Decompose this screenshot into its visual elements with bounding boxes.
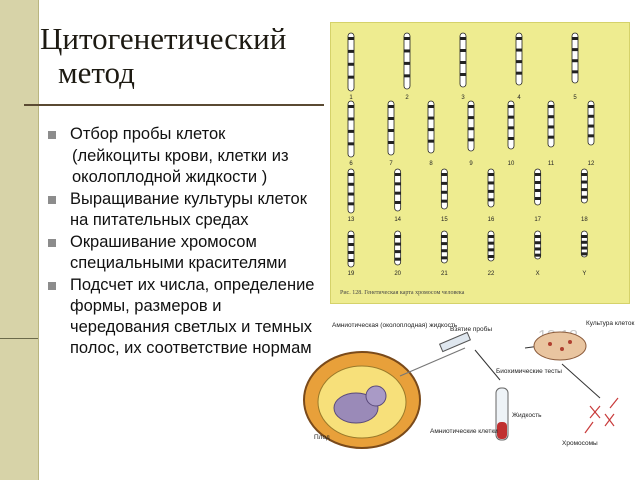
chromosome-ideogram: 18 <box>580 168 588 223</box>
chromosome-ideogram: 21 <box>440 230 448 277</box>
chromosome-number: 16 <box>488 217 495 223</box>
bullet-text: (лейкоциты крови, клетки из околоплодной… <box>72 147 289 186</box>
needle-shape <box>399 347 466 377</box>
label-fluid: Жидкость <box>512 412 542 419</box>
chromosome-ideogram: 2 <box>403 32 411 101</box>
chromosome-number: 2 <box>405 95 409 101</box>
chromosome-ideogram: 6 <box>347 100 355 167</box>
chromosome-number: Y <box>582 271 586 277</box>
chromosome-number: 17 <box>534 217 541 223</box>
chromosome-number: 21 <box>441 271 448 277</box>
bullet-text: Отбор пробы клеток <box>70 125 226 143</box>
chromosome-ideogram: 3 <box>459 32 467 101</box>
chromosome-ideogram: 10 <box>507 100 515 167</box>
chromosome-number: 20 <box>394 271 401 277</box>
chromosomes-spread-icon <box>584 397 619 434</box>
chromosome-number: X <box>536 271 540 277</box>
label-amniotic-fluid: Амниотическая (околоплодная) жидкость <box>332 322 458 329</box>
karyotype-caption: Рис. 128. Генетическая карта хромосом че… <box>340 290 465 296</box>
culture-dot <box>548 342 552 346</box>
band-divider-line <box>0 338 38 339</box>
chromosome-ideogram: 1 <box>347 32 355 101</box>
arrow-shape <box>561 363 601 399</box>
slide-title: Цитогенетический метод <box>40 22 286 90</box>
label-chromosomes: Хромосомы <box>562 440 598 447</box>
chromosome-ideogram: Y <box>580 230 588 277</box>
petri-dish-icon <box>533 331 587 361</box>
bullet-item: Подсчет их числа, определение формы, раз… <box>48 275 318 359</box>
chromosome-ideogram: 12 <box>587 100 595 167</box>
chromosome-number: 1 <box>349 95 353 101</box>
chromosome-ideogram: 9 <box>467 100 475 167</box>
chromosome-number: 7 <box>389 161 393 167</box>
amniocentesis-diagram: Амниотическая (околоплодная) жидкость Вз… <box>300 318 636 458</box>
bullet-marker-icon <box>48 282 56 290</box>
chromosome-number: 13 <box>348 217 355 223</box>
syringe-icon <box>438 331 472 353</box>
chromosome-number: 18 <box>581 217 588 223</box>
chromosome-number: 10 <box>508 161 515 167</box>
chromosome-number: 15 <box>441 217 448 223</box>
test-tube-sediment <box>497 422 507 439</box>
bullet-marker-icon <box>48 196 56 204</box>
chromosome-ideogram: 5 <box>571 32 579 101</box>
chromosome-ideogram: 14 <box>394 168 402 223</box>
title-line-2: метод <box>58 55 135 90</box>
bullet-text: Подсчет их числа, определение формы, раз… <box>70 276 315 357</box>
chromosome-ideogram: 8 <box>427 100 435 167</box>
culture-dot <box>560 347 564 351</box>
chromosome-ideogram: 7 <box>387 100 395 167</box>
chromosome-ideogram: 19 <box>347 230 355 277</box>
chromosome-number: 6 <box>349 161 353 167</box>
chromosome-ideogram: 11 <box>547 100 555 167</box>
label-fetus: Плод <box>314 434 330 441</box>
bullet-item: Выращивание культуры клеток на питательн… <box>48 189 318 231</box>
chromosome-ideogram: X <box>534 230 542 277</box>
chromosome-number: 5 <box>573 95 577 101</box>
fetus-head-shape <box>365 385 387 407</box>
chromosome-ideogram: 17 <box>534 168 542 223</box>
chromosome-ideogram: 20 <box>394 230 402 277</box>
chromosome-ideogram: 4 <box>515 32 523 101</box>
arrow-shape <box>474 349 501 381</box>
label-biochem-tests: Биохимические тесты <box>496 368 562 375</box>
chromosome-ideogram: 13 <box>347 168 355 223</box>
chromosome-number: 3 <box>461 95 465 101</box>
bullet-item: Отбор пробы клеток <box>48 124 318 145</box>
chromosome-number: 19 <box>348 271 355 277</box>
chromosome-number: 14 <box>394 217 401 223</box>
amniocentesis-illustration <box>303 331 619 449</box>
chromosome-ideogram: 16 <box>487 168 495 223</box>
chromosome-ideogram: 22 <box>487 230 495 277</box>
chromosome-number: 4 <box>517 95 521 101</box>
title-underline <box>24 104 324 106</box>
chromosome-ideogram: 15 <box>440 168 448 223</box>
chromosome-number: 8 <box>429 161 433 167</box>
title-line-1: Цитогенетический <box>40 21 287 56</box>
bullet-text: Окрашивание хромосом специальными красит… <box>70 233 287 272</box>
chromosome-number: 22 <box>488 271 495 277</box>
chromosome-number: 12 <box>588 161 595 167</box>
culture-dot <box>568 340 572 344</box>
bullet-item: Окрашивание хромосом специальными красит… <box>48 232 318 274</box>
bullet-marker-icon <box>48 131 56 139</box>
chromosome-number: 9 <box>469 161 473 167</box>
bullet-marker-icon <box>48 239 56 247</box>
bullet-subitem: (лейкоциты крови, клетки из околоплодной… <box>48 146 318 188</box>
bullet-text: Выращивание культуры клеток на питательн… <box>70 190 307 229</box>
label-amniotic-cells: Амниотические клетки <box>430 428 498 435</box>
label-sampling: Взятие пробы <box>450 326 493 333</box>
decorative-left-band <box>0 0 39 480</box>
label-culture: Культура клеток <box>586 320 635 327</box>
chromosome-number: 11 <box>548 161 555 167</box>
bullet-list: Отбор пробы клеток (лейкоциты крови, кле… <box>48 124 318 360</box>
